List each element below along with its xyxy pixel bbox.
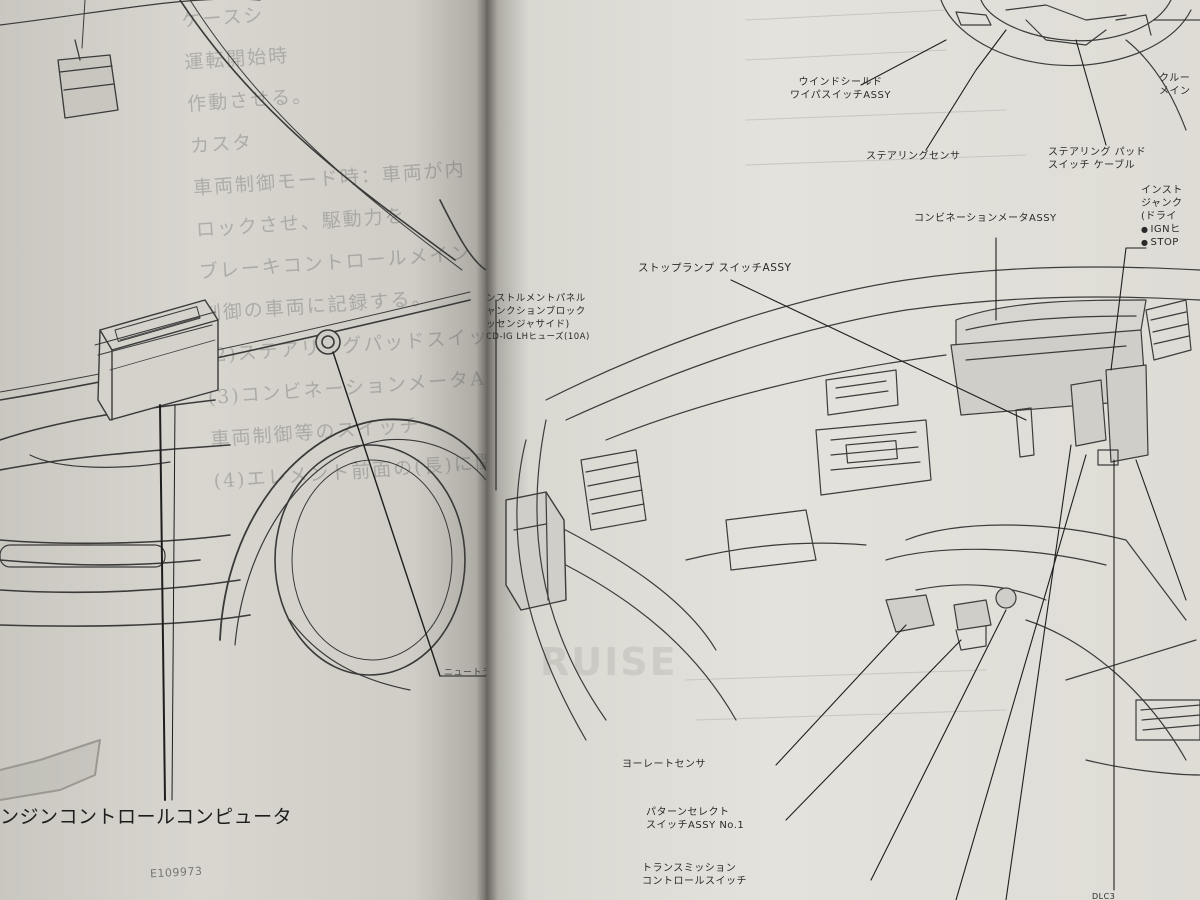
neutral-switch-label: ニュートラ bbox=[444, 668, 486, 678]
dlc3-label: DLC3 bbox=[1092, 892, 1116, 900]
engine-bay-illustration bbox=[0, 0, 486, 801]
steering-pad-cable-label: ステアリング パッド スイッチ ケーブル bbox=[1048, 147, 1147, 171]
stop-lamp-switch-label: ストップランプ スイッチASSY bbox=[638, 262, 792, 274]
pattern-select-switch-label: パターンセレクト スイッチASSY No.1 bbox=[646, 807, 745, 831]
engine-control-computer-label: ンジンコントロールコンピュータ bbox=[0, 806, 293, 828]
transmission-control-switch-label: トランスミッション コントロールスイッチ bbox=[642, 863, 747, 887]
page-code: E109973 bbox=[149, 864, 203, 881]
right-page: RUISE bbox=[486, 0, 1200, 900]
cruise-main-label: クルー メイン bbox=[1159, 73, 1191, 97]
wiper-switch-label: ウインドシールド ワイパスイッチASSY bbox=[790, 77, 891, 101]
steering-sensor-label: ステアリングセンサ bbox=[866, 151, 961, 162]
combination-meter-label: コンビネーションメータASSY bbox=[914, 213, 1057, 224]
instrument-junction-block-left-label: ンストルメントパネル ャンクションブロック ッセンジャサイド) CD-IG LH… bbox=[486, 293, 590, 342]
yaw-rate-sensor-label: ヨーレートセンサ bbox=[622, 759, 706, 770]
cabin-illustration bbox=[495, 0, 1200, 900]
instrument-junction-block-right-label: インスト ジャンク (ドライ IGNヒ STOP bbox=[1141, 184, 1183, 249]
bleed-through-watermark: RUISE bbox=[540, 640, 678, 684]
left-page: ケースシ 運転開始時 作動させる。 カスタ 車両制御モード時：車両が内 ロックさ… bbox=[0, 0, 486, 900]
